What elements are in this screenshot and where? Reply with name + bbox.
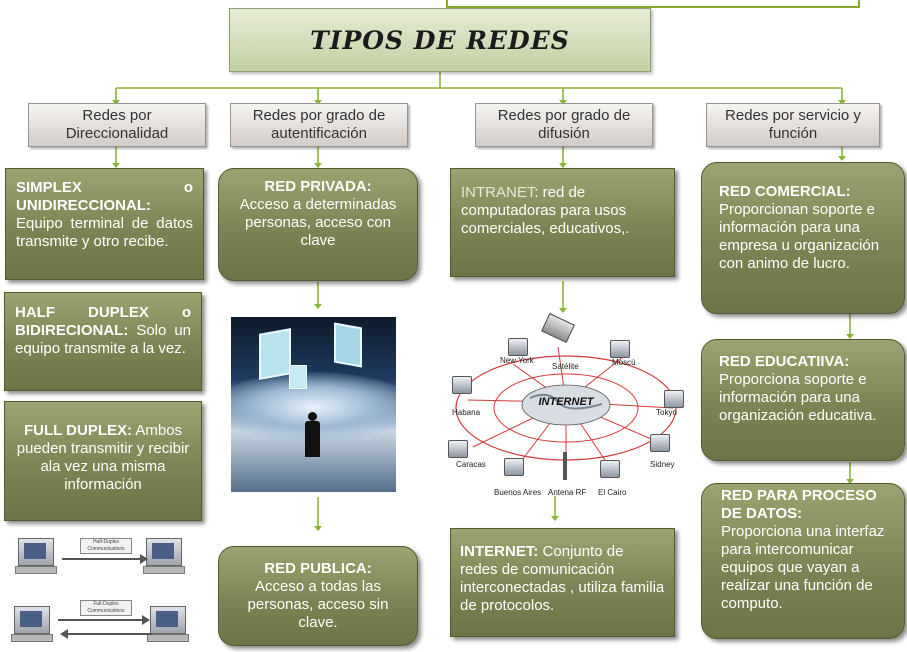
intranet-title: INTRANET	[461, 184, 535, 201]
red-proceso-box: RED PARA PROCESO DE DATOS: Proporciona u…	[701, 483, 905, 639]
red-privada-box: RED PRIVADA: Acceso a determinadas perso…	[218, 168, 418, 281]
header-line: Redes por grado de	[252, 107, 386, 124]
computer-icon	[150, 606, 186, 634]
node-label: Satélite	[552, 362, 579, 371]
node-label: Moscú	[612, 358, 636, 367]
red-privada-text: Acceso a determinadas personas, acceso c…	[239, 196, 397, 249]
internet-network-diagram: INTERNET New York Satélite Moscú Habana …	[438, 312, 694, 498]
header-line: Redes por	[82, 107, 152, 124]
header-line: Redes por servicio y	[725, 107, 861, 124]
computer-icon	[146, 538, 182, 566]
half-duplex-label: Half-Duplex Communications	[80, 538, 132, 554]
intranet-box: INTRANET: red de computadoras para usos …	[450, 168, 675, 277]
red-privada-title: RED PRIVADA:	[264, 178, 372, 195]
screen-panel	[334, 322, 362, 368]
red-educativa-box: RED EDUCATIIVA: Proporciona soporte e in…	[701, 339, 905, 461]
internet-text: Conjunto de redes de comunicación interc…	[460, 543, 665, 614]
header-line: Direccionalidad	[65, 125, 169, 142]
computer-icon	[14, 606, 50, 634]
computer-icon	[18, 538, 54, 566]
internet-box: INTERNET: Conjunto de redes de comunicac…	[450, 528, 675, 637]
computer-icon	[664, 390, 684, 408]
person-head	[308, 412, 317, 421]
half-duplex-box: HALF DUPLEX o BIDIRECIONAL: Solo un equi…	[4, 292, 202, 391]
red-publica-text: Acceso a todas las personas, acceso sin …	[247, 578, 389, 631]
screen-panel	[289, 365, 307, 389]
red-comercial-title: RED COMERCIAL:	[719, 183, 851, 200]
red-educativa-text: Proporciona soporte e información para u…	[719, 371, 877, 424]
computer-icon	[650, 434, 670, 452]
node-label: Sidney	[650, 460, 675, 469]
header-line: difusión	[538, 125, 590, 142]
simplex-box: SIMPLEX o UNIDIRECCIONAL: Equipo termina…	[5, 168, 204, 280]
intranet-text: : red de computadoras para usos comercia…	[461, 184, 630, 237]
node-label: Habana	[452, 408, 481, 417]
red-publica-title: RED PUBLICA:	[264, 560, 372, 577]
internet-core-label: INTERNET	[538, 396, 594, 408]
keyboard-icon	[147, 634, 189, 642]
full-duplex-box: FULL DUPLEX: Ambos pueden transmitir y r…	[4, 401, 202, 521]
keyboard-icon	[143, 566, 185, 574]
person-body	[305, 421, 320, 457]
computer-icon	[504, 458, 524, 476]
arrow-right-icon	[62, 554, 148, 564]
full-duplex-text: Ambos pueden transmitir y recibir ala ve…	[16, 422, 190, 493]
computer-icon	[610, 340, 630, 358]
full-duplex-title: FULL DUPLEX:	[23, 422, 133, 439]
red-publica-box: RED PUBLICA: Acceso a todas las personas…	[218, 546, 418, 646]
node-label: Caracas	[456, 460, 486, 469]
keyboard-icon	[15, 566, 57, 574]
computer-icon	[600, 460, 620, 478]
simplex-text: Equipo terminal de datos transmite y otr…	[16, 215, 193, 250]
full-duplex-label: Full-Duplex Communications	[80, 600, 132, 616]
red-comercial-box: RED COMERCIAL: Proporcionan soporte e in…	[701, 162, 905, 314]
red-educativa-title: RED EDUCATIIVA:	[719, 353, 850, 370]
header-line: función	[768, 125, 818, 142]
network-person-image	[231, 317, 396, 492]
keyboard-icon	[11, 634, 53, 642]
computer-icon	[508, 338, 528, 356]
node-label: New York	[500, 356, 534, 365]
bidirectional-arrows-icon	[58, 615, 152, 639]
half-duplex-title: HALF DUPLEX o BIDIRECIONAL:	[15, 304, 191, 339]
header-line: autentificación	[271, 125, 367, 142]
header-line: Redes por grado de	[497, 107, 631, 124]
main-title-text: TIPOS DE REDES	[310, 25, 570, 55]
red-comercial-text: Proporcionan soporte e información para …	[719, 201, 880, 272]
simplex-title: SIMPLEX o UNIDIRECCIONAL:	[16, 179, 193, 214]
antenna-icon	[563, 452, 567, 480]
node-label: Antena RF	[548, 488, 587, 497]
node-label: Tokyo	[656, 408, 677, 417]
node-label: Buenos Aires	[494, 488, 542, 497]
node-label: El Cairo	[598, 488, 627, 497]
half-duplex-text: Solo un equipo transmite a la vez.	[15, 322, 191, 357]
computer-icon	[452, 376, 472, 394]
red-proceso-text: Proporciona una interfaz para intercomun…	[721, 523, 885, 612]
red-proceso-title: RED PARA PROCESO DE DATOS:	[721, 487, 877, 522]
internet-title: INTERNET:	[460, 543, 539, 560]
main-title: TIPOS DE REDES	[229, 8, 651, 72]
computer-icon	[448, 440, 468, 458]
top-strip	[446, 0, 860, 8]
screen-panel	[259, 328, 291, 380]
